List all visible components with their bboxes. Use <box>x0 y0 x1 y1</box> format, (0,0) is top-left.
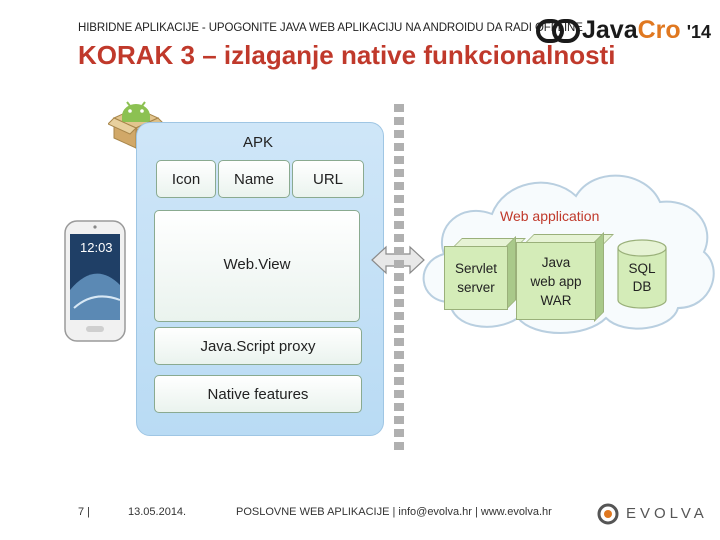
android-box-icon <box>108 101 164 149</box>
war-line-1: Java <box>541 254 571 270</box>
phone-clock: 12:03 <box>80 240 113 255</box>
native-features-box: Native features <box>154 375 362 413</box>
icon-box: Icon <box>156 160 216 198</box>
page-title: KORAK 3 – izlaganje native funkcionalnos… <box>78 40 616 70</box>
javacro-logo: JavaCro'14 <box>536 16 712 46</box>
footer-date: 13.05.2014. <box>128 506 187 518</box>
boundary-separator <box>394 104 404 450</box>
url-box: URL <box>292 160 364 198</box>
war-line-3: WAR <box>540 292 572 308</box>
db-line-1: SQL <box>628 261 656 276</box>
footer-contact: POSLOVNE WEB APLIKACIJE | info@evolva.hr… <box>236 506 552 518</box>
db-line-2: DB <box>632 279 652 294</box>
javascript-proxy-box: Java.Script proxy <box>154 327 362 365</box>
javacro-logo-icon <box>536 19 580 43</box>
servlet-line-2: server <box>457 280 495 295</box>
logo-year-text: '14 <box>686 22 711 42</box>
logo-cro-text: Cro <box>637 16 681 44</box>
servlet-line-1: Servlet <box>454 261 498 276</box>
evolva-logo: EVOLVA <box>596 502 706 526</box>
evolva-logo-icon <box>597 503 619 525</box>
name-box: Name <box>218 160 290 198</box>
database-icon <box>617 239 667 309</box>
logo-java-text: Java <box>582 16 638 44</box>
smartphone-icon <box>64 220 126 342</box>
header-subtitle: HIBRIDNE APLIKACIJE - UPOGONITE JAVA WEB… <box>78 22 583 34</box>
apk-label: APK <box>243 134 274 151</box>
evolva-logo-text: EVOLVA <box>626 505 708 522</box>
war-line-2: web app <box>530 273 582 289</box>
web-application-label: Web application <box>500 208 600 224</box>
servlet-server-box: Servlet server <box>444 236 526 316</box>
webview-box: Web.View <box>154 210 360 322</box>
sql-db: SQL DB <box>616 238 668 309</box>
page-number: 7 | <box>78 506 91 518</box>
